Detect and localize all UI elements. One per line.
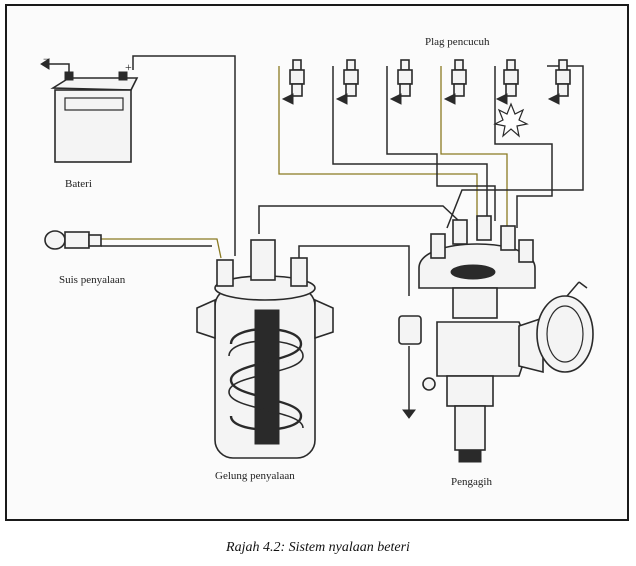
distributor-label: Pengagih (451, 476, 492, 488)
spark-plug-row (281, 59, 571, 138)
negative-terminal-label: − (43, 52, 50, 66)
wiring (101, 55, 584, 408)
ignition-coil-label: Gelung penyalaan (215, 470, 295, 482)
spark-plug (547, 59, 571, 105)
figure-frame: Plag pencucuh Bateri Suis penyalaan Gelu… (5, 4, 629, 521)
spark-plug (443, 59, 467, 105)
spark-plug (389, 59, 413, 105)
spark-burst-icon (493, 102, 529, 138)
battery-label: Bateri (65, 178, 92, 190)
ignition-switch-label: Suis penyalaan (59, 274, 126, 286)
battery (40, 58, 139, 163)
distributor (398, 215, 594, 463)
figure-caption: Rajah 4.2: Sistem nyalaan beteri (226, 540, 410, 555)
spark-plugs-label: Plag pencucuh (425, 36, 490, 48)
ignition-coil (196, 239, 334, 459)
ignition-switch (44, 230, 102, 250)
spark-plug (281, 59, 305, 105)
ignition-system-diagram (40, 55, 594, 463)
ground-arrow-icon (40, 58, 50, 70)
spark-plug (335, 59, 359, 105)
ground-arrow-icon (402, 409, 416, 419)
spark-plug (493, 59, 529, 138)
positive-terminal-label: + (125, 60, 132, 74)
